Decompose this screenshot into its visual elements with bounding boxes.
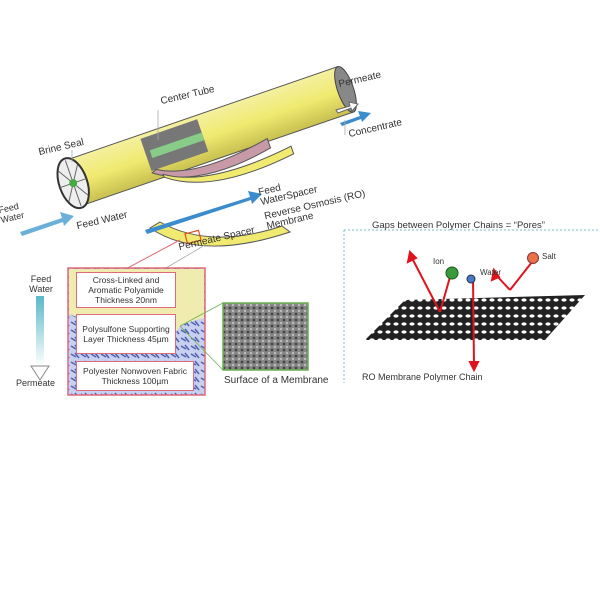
label-water: Water [480, 268, 502, 277]
label-polymer-chain: RO Membrane Polymer Chain [362, 372, 483, 382]
label-salt: Salt [542, 252, 556, 261]
label-membrane-surface: Surface of a Membrane [224, 375, 329, 386]
pores-panel-border [343, 229, 598, 383]
label-section-permeate: Permeate [16, 378, 56, 388]
label-ion: Ion [433, 257, 445, 266]
pore-arrows [406, 249, 533, 373]
polymer-chain-mesh [365, 295, 585, 340]
layer-polyester: Polyester Nonwoven Fabric Thickness 100µ… [76, 361, 194, 391]
ion-particle [445, 266, 459, 280]
pores-title: Gaps between Polymer Chains = “Pores” [372, 220, 545, 231]
layer-polysulfone: Polysulfone Supporting Layer Thickness 4… [76, 314, 176, 354]
feed-water-flow-arrow [145, 191, 262, 234]
salt-particle [527, 252, 539, 264]
flow-direction-arrow [36, 296, 44, 366]
layer-polyamide: Cross-Linked and Aromatic Polyamide Thic… [76, 272, 176, 308]
feed-water-arrow [20, 212, 74, 236]
label-section-feed-water: Feed Water [29, 274, 53, 294]
water-particle [466, 274, 476, 284]
permeate-arrow [335, 101, 359, 114]
concentrate-arrow [340, 111, 371, 126]
ro-module-cylinder [56, 66, 357, 210]
membrane-surface-micrograph [222, 302, 309, 371]
